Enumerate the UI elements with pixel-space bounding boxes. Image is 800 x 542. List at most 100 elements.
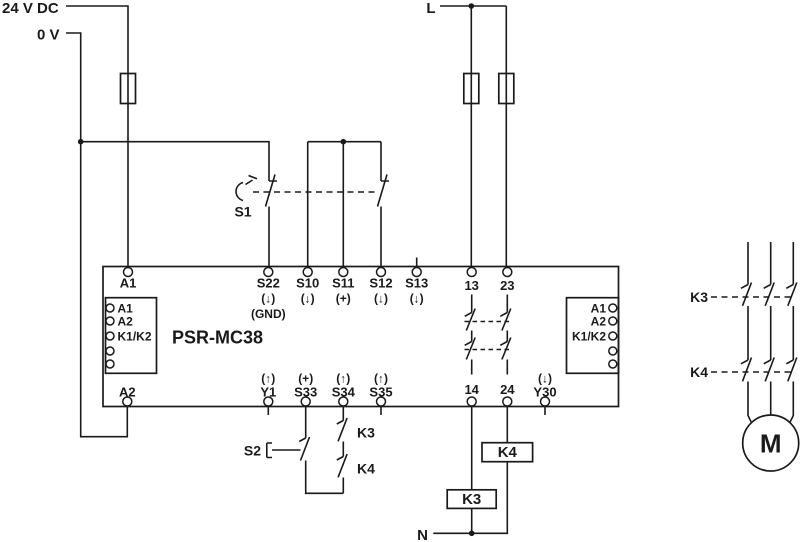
- fuse-23: [497, 72, 515, 105]
- s1-mushroom-button-icon: [235, 174, 258, 202]
- k3-coil-label: K3: [462, 491, 481, 508]
- phase-2: [763, 242, 775, 415]
- s2-label: S2: [244, 443, 261, 459]
- k4-feedback-label: K4: [357, 461, 375, 477]
- terminal-13: [466, 266, 477, 278]
- motor-circle: [741, 414, 800, 472]
- wire-s10-s11-bus: [306, 140, 381, 268]
- k3-power-label: K3: [690, 289, 708, 305]
- label-y30-dir: (↓): [538, 372, 552, 386]
- relay-block-right-box: [565, 296, 620, 375]
- label-l: L: [426, 0, 435, 17]
- right-pin-a2: [608, 316, 618, 326]
- terminal-s10: [302, 266, 313, 278]
- terminal-14: [466, 396, 477, 407]
- wire-0v: [66, 32, 129, 438]
- k3-feedback-label: K3: [357, 425, 375, 441]
- label-s34-dir: (↑): [336, 372, 350, 386]
- k3-k4-feedback-contacts: [336, 406, 348, 494]
- label-23: 23: [500, 278, 514, 293]
- label-s22-dir: (↓): [261, 292, 275, 306]
- terminal-a2: [122, 396, 133, 407]
- label-s12-dir: (↓): [374, 292, 388, 306]
- reset-s2-circuit: S2 K3 K4: [244, 406, 546, 495]
- supply-l-rail: [440, 3, 515, 268]
- internal-contact-13-14: [464, 294, 476, 375]
- label-y1-dir: (↑): [261, 372, 275, 386]
- right-pin-a1-label: A1: [591, 302, 607, 316]
- label-14: 14: [464, 382, 479, 397]
- motor-label: M: [760, 429, 782, 459]
- right-pin-k1k2-label: K1/K2: [572, 330, 606, 344]
- s1-contact-1-nc: [264, 174, 277, 268]
- label-s35-dir: (↑): [374, 372, 388, 386]
- label-24: 24: [500, 382, 515, 397]
- k4-coil: [481, 441, 534, 463]
- left-pin-a1: [105, 303, 115, 313]
- wire-24v: [66, 5, 129, 268]
- k4-power-label: K4: [690, 364, 708, 380]
- phase-3: [785, 242, 798, 428]
- label-a1: A1: [120, 276, 137, 291]
- left-pin-4: [105, 346, 115, 356]
- left-pin-a2: [105, 316, 115, 326]
- terminal-s34: [338, 396, 349, 407]
- label-s33-dir: (+): [298, 372, 313, 386]
- phase-1: [740, 242, 755, 428]
- k4-coil-label: K4: [498, 444, 518, 461]
- internal-contact-23-24: [499, 294, 512, 375]
- label-s13-dir: (↓): [410, 292, 424, 306]
- label-s11-dir: (+): [336, 292, 351, 306]
- right-pin-5: [608, 359, 618, 369]
- s1-contact-2-nc: [376, 141, 389, 268]
- right-pin-a2-label: A2: [591, 315, 607, 329]
- label-13: 13: [464, 278, 478, 293]
- wire-0v-to-s1: [80, 140, 270, 181]
- label-s33: S33: [294, 385, 317, 400]
- label-s22: S22: [257, 276, 280, 291]
- label-24vdc: 24 V DC: [2, 0, 59, 17]
- left-pin-5: [105, 359, 115, 369]
- left-pin-a2-label: A2: [118, 315, 134, 329]
- terminal-24: [502, 396, 513, 407]
- junction-n: [468, 530, 475, 537]
- right-pin-k1k2: [608, 331, 618, 341]
- label-s10-dir: (↓): [301, 292, 315, 306]
- junction-s11: [340, 138, 347, 145]
- left-pin-k1k2: [105, 331, 115, 341]
- supply-0v-rail: [66, 32, 129, 438]
- relay-block-left: A1 A2 K1/K2: [104, 296, 158, 375]
- right-pin-a1: [608, 303, 618, 313]
- right-pin-4: [608, 346, 618, 356]
- label-s35: S35: [369, 385, 392, 400]
- terminal-s33: [300, 396, 311, 407]
- terminal-a1: [122, 266, 134, 278]
- s2-actuator: [266, 442, 301, 459]
- label-n: N: [417, 527, 428, 542]
- left-pin-k1k2-label: K1/K2: [118, 330, 152, 344]
- terminal-y1: [263, 396, 274, 407]
- junction-l: [468, 3, 475, 9]
- label-y1: Y1: [260, 385, 276, 400]
- device-model-label: PSR-MC38: [172, 328, 263, 348]
- label-s11: S11: [332, 276, 354, 291]
- terminal-s11: [338, 266, 349, 278]
- fuse-13: [462, 72, 480, 105]
- label-0v: 0 V: [37, 27, 60, 44]
- contactor-coils-circuit: K3 K4: [433, 406, 534, 537]
- psr-mc38-module: PSR-MC38 A1 S22 (↓) (GND) S10 (↓) S11 (+…: [102, 265, 620, 408]
- s2-contact-no: [298, 406, 344, 495]
- terminal-s22: [263, 266, 274, 278]
- terminal-23: [502, 266, 513, 278]
- terminal-y30: [539, 396, 551, 407]
- supply-24v-rail: [66, 5, 137, 268]
- terminal-s13: [411, 266, 422, 278]
- relay-block-right: A1 A2 K1/K2: [565, 296, 620, 375]
- label-s12: S12: [369, 276, 392, 291]
- terminal-s12: [375, 266, 387, 278]
- label-s34: S34: [332, 385, 356, 400]
- terminal-s35: [375, 396, 387, 407]
- label-y30: Y30: [533, 385, 556, 400]
